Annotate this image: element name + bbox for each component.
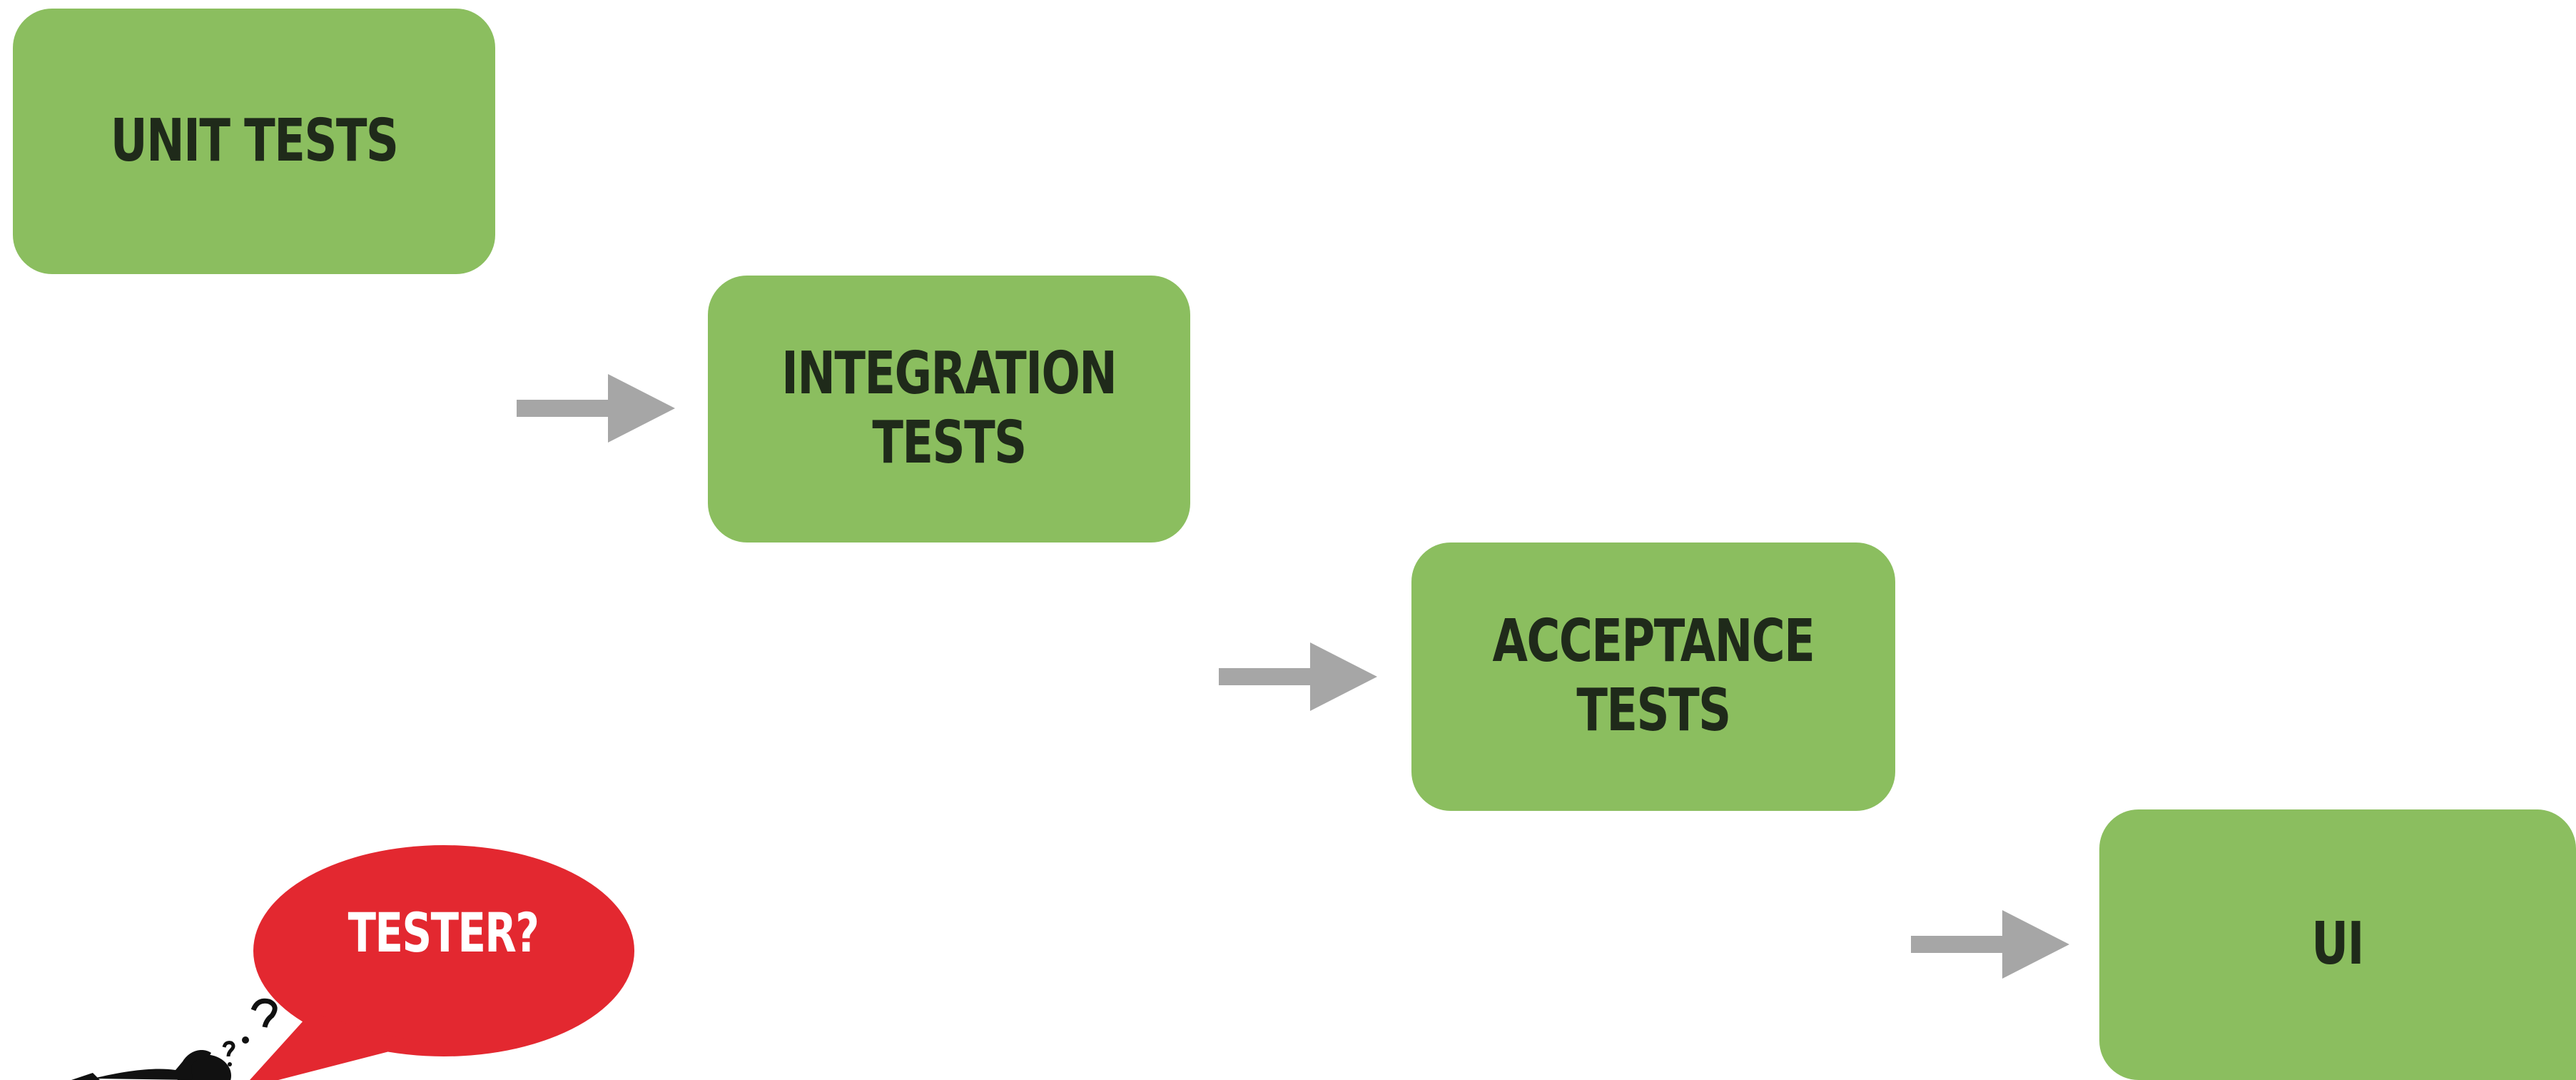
arrow-icon	[1219, 642, 1377, 711]
confused-person-icon	[71, 998, 278, 1080]
acceptance-tests-label-line2: TESTS	[1576, 677, 1731, 745]
unit-tests-box: UNIT TESTS	[13, 9, 495, 274]
ui-label: UI	[2311, 910, 2365, 979]
ui-box: UI	[2099, 809, 2576, 1080]
integration-tests-box: INTEGRATION TESTS	[708, 276, 1190, 542]
acceptance-tests-box: ACCEPTANCE TESTS	[1411, 542, 1895, 811]
integration-tests-label-line2: TESTS	[872, 409, 1027, 477]
unit-tests-label: UNIT TESTS	[110, 106, 399, 175]
tester-question-label: TESTER?	[348, 901, 539, 964]
integration-tests-label-line1: INTEGRATION	[781, 340, 1117, 408]
arrow-icon	[1911, 910, 2069, 979]
speech-bubble	[250, 845, 634, 1080]
arrow-icon	[517, 374, 675, 443]
acceptance-tests-label-line1: ACCEPTANCE	[1492, 607, 1815, 676]
